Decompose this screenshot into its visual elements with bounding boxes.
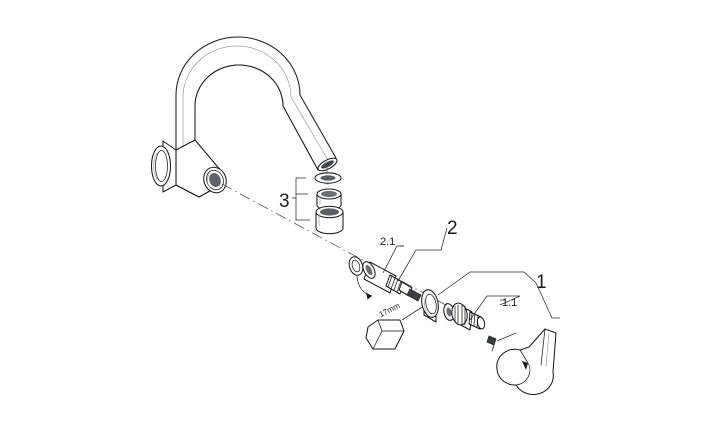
- tool-note-17mm: [365, 301, 431, 350]
- flange-outlet-port: [203, 166, 227, 194]
- aerator-housing: [315, 205, 344, 235]
- set-screw: [486, 332, 517, 352]
- callout-2: 2: [447, 218, 458, 239]
- callout-2-1: 2.1: [380, 236, 396, 248]
- escutcheon-ring: [421, 289, 439, 323]
- splined-adapter: [451, 302, 486, 331]
- callout-3: 3: [279, 191, 290, 212]
- lever-handle: [496, 328, 557, 396]
- callout-1-1: 1.1: [502, 297, 518, 309]
- cartridge: [362, 261, 422, 302]
- aerator-washer: [314, 172, 342, 184]
- callout-1: 1: [536, 272, 547, 293]
- o-ring: [348, 256, 364, 276]
- cartridge-group: [348, 227, 448, 302]
- aerator-group: [292, 172, 344, 235]
- handle-group: [421, 271, 560, 396]
- wall-flange: [150, 139, 227, 198]
- aerator-insert: [316, 188, 342, 211]
- stem-washer: [443, 303, 455, 321]
